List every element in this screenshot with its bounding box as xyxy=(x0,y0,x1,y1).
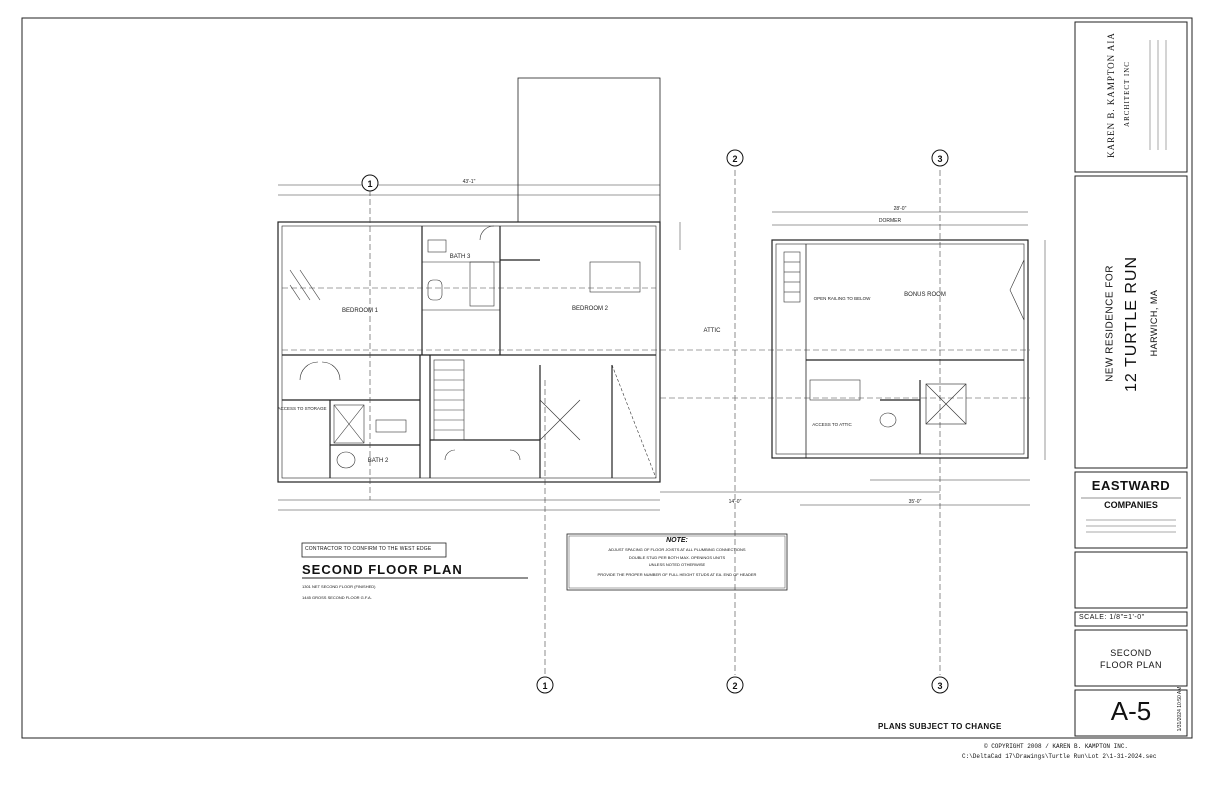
room-label-access-storage: ACCESS TO STORAGE xyxy=(277,406,326,411)
project-line-2: 12 TURTLE RUN xyxy=(1123,256,1140,392)
architect-name: KAREN B. KAMPTON AIA xyxy=(1106,32,1116,158)
room-label-attic: ATTIC xyxy=(704,328,722,334)
grid-1-bottom-label: 1 xyxy=(542,681,547,691)
grid-1-top-label: 1 xyxy=(367,179,372,189)
framing-box-note: CONTRACTOR TO CONFIRM TO THE WEST EDGE xyxy=(305,546,432,552)
project-line-3: HARWICH, MA xyxy=(1149,289,1159,357)
room-label-bath3: BATH 3 xyxy=(450,254,471,260)
plan-subtitle-gross: 1445 GROSS SECOND FLOOR G.F.A. xyxy=(302,595,372,600)
copyright-symbol-icon: © xyxy=(984,743,992,750)
dim-bottom-right: 35'-0" xyxy=(909,499,922,505)
builder-name-1: EASTWARD xyxy=(1091,478,1171,493)
grid-bubbles-top xyxy=(361,149,949,694)
plan-subtitle-net: 1301 NET SECOND FLOOR (FINISHED) xyxy=(302,584,376,589)
grid-3-top-label: 3 xyxy=(937,154,942,164)
scale-label: SCALE: 1/8"=1'-0" xyxy=(1079,614,1145,621)
note-line-3: UNLESS NOTED OTHERWISE xyxy=(648,562,706,567)
note-line-1: ADJUST SPACING OF FLOOR JOISTS AT ALL PL… xyxy=(608,547,746,552)
sheet-title-line-1: SECOND xyxy=(1110,648,1152,658)
note-title: NOTE: xyxy=(666,537,688,544)
room-label-bedroom1: BEDROOM 1 xyxy=(342,308,379,314)
room-label-open-railing: OPEN RAILING TO BELOW xyxy=(814,296,872,301)
copyright-text: COPYRIGHT 2008 / KAREN B. KAMPTON INC. xyxy=(991,743,1129,750)
grid-2-bottom-label: 2 xyxy=(732,681,737,691)
dim-overall-main: 43'-1" xyxy=(463,179,476,185)
room-label-bonus: BONUS ROOM xyxy=(904,292,946,298)
note-line-2: DOUBLE STUD PER BOTH MAX. OPENINGS UNITS xyxy=(628,555,726,560)
copyright-line: © COPYRIGHT 2008 / KAREN B. KAMPTON INC. xyxy=(984,743,1128,750)
project-line-1: NEW RESIDENCE FOR xyxy=(1104,265,1116,382)
grid-3-bottom-label: 3 xyxy=(937,681,942,691)
note-line-4: PROVIDE THE PROPER NUMBER OF FULL HEIGHT… xyxy=(597,572,757,577)
grid-2-top-label: 2 xyxy=(732,154,737,164)
sheet-number: A-5 xyxy=(1110,696,1152,726)
file-path: C:\DeltaCad 17\Drawings\Turtle Run\Lot 2… xyxy=(962,753,1157,760)
room-label-dormer: DORMER xyxy=(879,218,902,224)
room-label-bath2: BATH 2 xyxy=(368,458,389,464)
room-label-access-attic: ACCESS TO ATTIC xyxy=(812,422,852,427)
builder-name-2: COMPANIES xyxy=(1104,500,1158,510)
plot-stamp: 1/31/2024 10:50 AM xyxy=(1177,686,1183,732)
sheet-title-line-2: FLOOR PLAN xyxy=(1099,660,1162,670)
plan-title: SECOND FLOOR PLAN xyxy=(302,562,463,577)
plans-subject-to-change: PLANS SUBJECT TO CHANGE xyxy=(878,722,1002,731)
dim-bottom-mid: 14'-0" xyxy=(729,499,742,505)
room-label-bedroom2: BEDROOM 2 xyxy=(572,306,609,312)
architect-firm: ARCHITECT INC xyxy=(1123,61,1131,127)
dim-overall-bonus: 28'-0" xyxy=(894,206,907,212)
